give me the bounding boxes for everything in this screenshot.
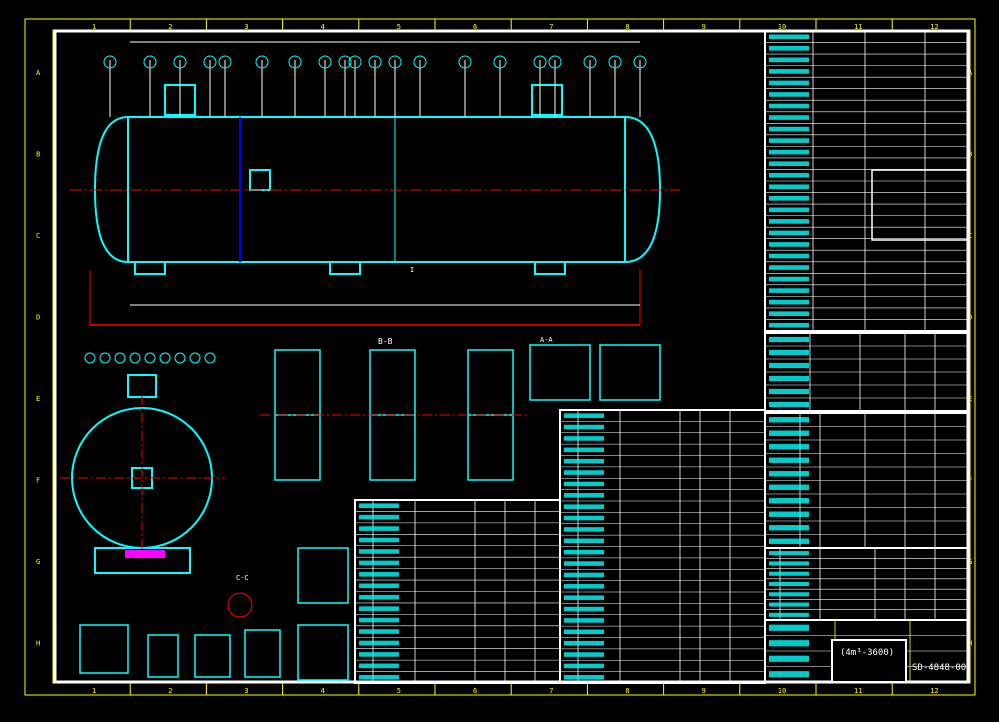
grid-column-label: 2 (168, 687, 172, 695)
grid-row-label: H (36, 640, 40, 648)
grid-row-label: F (36, 477, 40, 485)
section-label-cc: C-C (236, 574, 249, 582)
nozzle-tag (173, 55, 187, 69)
grid-column-label: 12 (930, 687, 938, 695)
nozzle-tag (608, 55, 622, 69)
nozzle-tag (583, 55, 597, 69)
grid-column-label: 10 (778, 23, 786, 31)
nozzle-tag (218, 55, 232, 69)
grid-row-label: C (968, 232, 972, 240)
nozzle-tag (493, 55, 507, 69)
grid-column-label: 1 (92, 687, 96, 695)
nozzle-tag (413, 55, 427, 69)
section-label-i: I (410, 266, 414, 274)
nozzle-tag (458, 55, 472, 69)
drawing-number: SD-4848-00 (912, 663, 966, 673)
nozzle-tag (348, 55, 362, 69)
grid-column-label: 9 (702, 23, 706, 31)
grid-column-label: 6 (473, 687, 477, 695)
grid-row-label: B (36, 151, 40, 159)
grid-column-label: 7 (549, 687, 553, 695)
nozzle-tag (338, 55, 352, 69)
grid-column-label: 5 (397, 687, 401, 695)
nozzle-tag (103, 55, 117, 69)
grid-column-label: 1 (92, 23, 96, 31)
grid-column-label: 7 (549, 23, 553, 31)
grid-column-label: 4 (321, 687, 325, 695)
grid-column-label: 4 (321, 23, 325, 31)
nozzle-tag (288, 55, 302, 69)
grid-row-label: G (36, 558, 40, 566)
grid-row-label: F (968, 477, 972, 485)
grid-column-label: 11 (854, 23, 862, 31)
grid-row-label: D (968, 314, 972, 322)
grid-column-label: 3 (244, 687, 248, 695)
grid-column-label: 6 (473, 23, 477, 31)
grid-column-label: 2 (168, 23, 172, 31)
nozzle-tag (388, 55, 402, 69)
grid-row-label: D (36, 314, 40, 322)
outer-frame (24, 18, 976, 696)
grid-row-label: B (968, 151, 972, 159)
nozzle-tag (318, 55, 332, 69)
grid-row-label: E (968, 395, 972, 403)
grid-row-label: A (968, 69, 973, 77)
grid-column-label: 10 (778, 687, 786, 695)
grid-column-label: 3 (244, 23, 248, 31)
grid-column-label: 9 (702, 687, 706, 695)
nozzle-tag (255, 55, 269, 69)
grid-column-label: 8 (625, 687, 629, 695)
section-label-bb: B-B (378, 337, 393, 346)
grid-row-label: G (968, 558, 972, 566)
title-model: (4m³-3600) (840, 648, 894, 658)
nozzle-tag (548, 55, 562, 69)
grid-column-label: 8 (625, 23, 629, 31)
grid-column-label: 12 (930, 23, 938, 31)
detail-views (79, 344, 661, 681)
nozzle-tag (368, 55, 382, 69)
grid-row-label: C (36, 232, 40, 240)
grid-column-label: 5 (397, 23, 401, 31)
grid-column-label: 11 (854, 687, 862, 695)
section-label-aa: A-A (540, 336, 553, 344)
drawing-border (53, 29, 970, 684)
nozzle-tag (533, 55, 547, 69)
grid-row-label: A (36, 69, 41, 77)
grid-row-label: E (36, 395, 40, 403)
grid-row-label: H (968, 640, 972, 648)
nozzle-tag (143, 55, 157, 69)
nozzle-tag (633, 55, 647, 69)
nozzle-tag (203, 55, 217, 69)
